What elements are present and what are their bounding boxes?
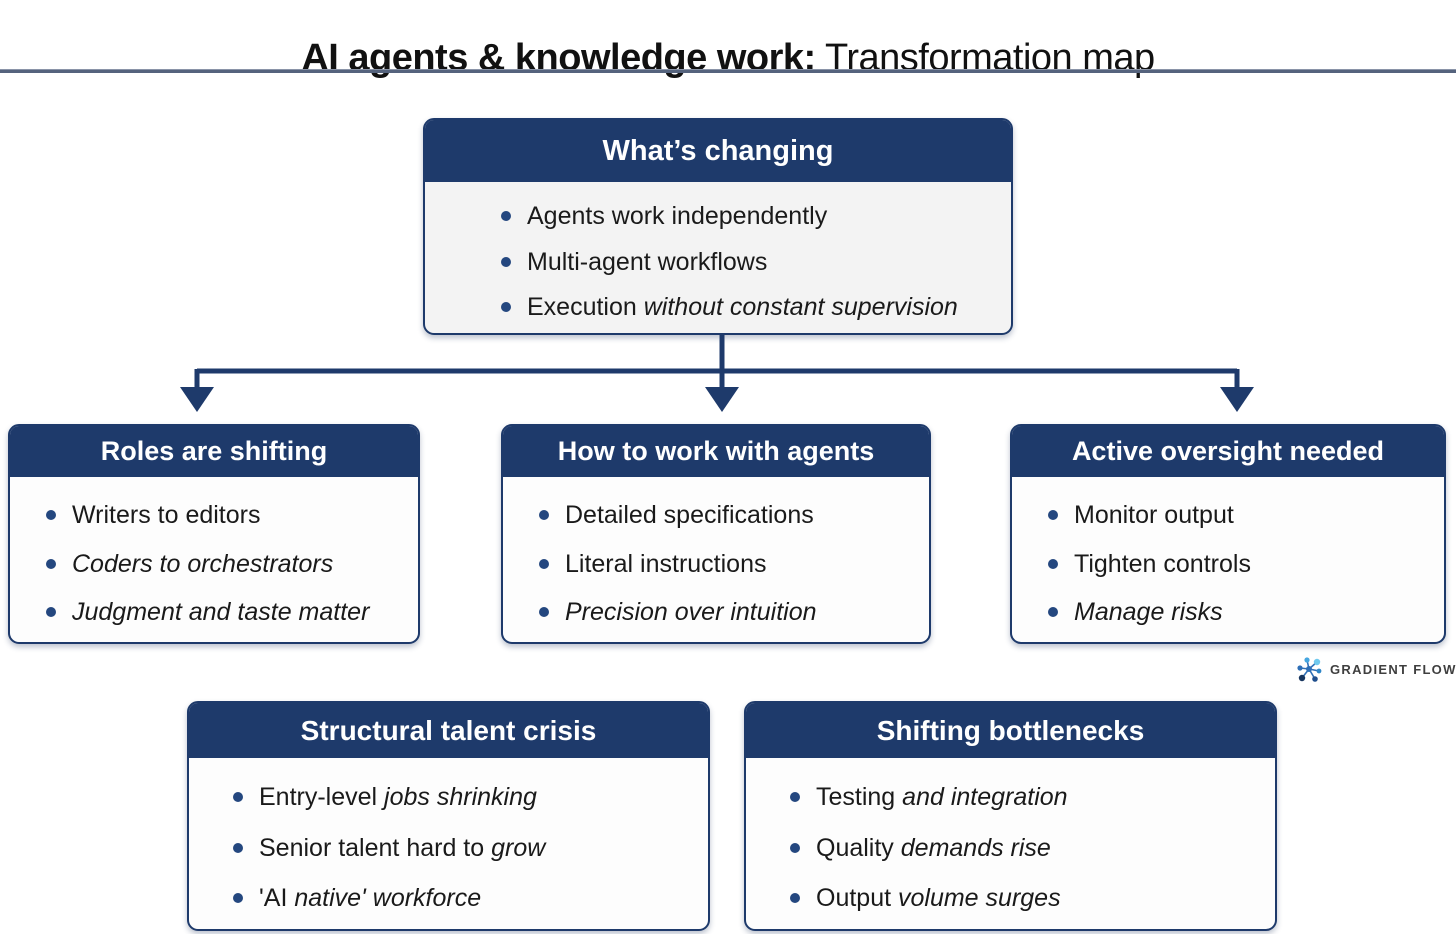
bullet-item: Precision over intuition bbox=[539, 597, 929, 627]
bullet-text: Tighten controls bbox=[1074, 549, 1251, 578]
bullet-dot bbox=[1048, 607, 1058, 618]
bullet-item: Multi-agent workflows bbox=[501, 247, 1011, 277]
bullet-text: Literal instructions bbox=[565, 549, 767, 578]
bullet-dot bbox=[501, 211, 511, 222]
bullet-text: Judgment and taste matter bbox=[72, 598, 370, 627]
bullet-dot bbox=[46, 607, 56, 618]
box-shifting-bottlenecks-header: Shifting bottlenecks bbox=[746, 703, 1275, 758]
bullet-item: 'AI native' workforce bbox=[233, 883, 708, 913]
bullet-item: Literal instructions bbox=[539, 549, 929, 579]
bullet-dot bbox=[501, 301, 511, 312]
bullet-text: Manage risks bbox=[1074, 598, 1223, 627]
gradient-flow-logo: GRADIENT FLOW bbox=[1294, 654, 1456, 684]
page-title-regular: Transformation map bbox=[815, 37, 1155, 80]
bullet-dot bbox=[539, 509, 549, 520]
bullet-dot bbox=[501, 256, 511, 267]
bullet-text: Multi-agent workflows bbox=[527, 247, 768, 276]
box-shifting-bottlenecks: Shifting bottlenecks Testing and integra… bbox=[744, 701, 1277, 931]
box-work-with-agents-header: How to work with agents bbox=[503, 426, 929, 477]
gradient-flow-wordmark: GRADIENT FLOW bbox=[1330, 661, 1456, 677]
bullet-item: Entry-level jobs shrinking bbox=[233, 782, 708, 812]
bullet-item: Monitor output bbox=[1048, 500, 1444, 530]
bullet-text: 'AI native' workforce bbox=[259, 883, 482, 912]
bullet-item: Execution without constant supervision bbox=[501, 292, 1011, 322]
bullet-item: Writers to editors bbox=[46, 500, 418, 530]
connector-arrows bbox=[180, 335, 1254, 412]
bullet-dot bbox=[1048, 558, 1058, 569]
network-icon bbox=[1297, 657, 1322, 682]
bullet-item: Senior talent hard to grow bbox=[233, 833, 708, 863]
bullet-text: Quality demands rise bbox=[816, 833, 1051, 862]
bullet-dot bbox=[46, 509, 56, 520]
bullet-text: Execution without constant supervision bbox=[527, 292, 958, 321]
bullet-item: Coders to orchestrators bbox=[46, 549, 418, 579]
bullet-dot bbox=[790, 792, 800, 803]
bullet-text: Output volume surges bbox=[816, 883, 1061, 912]
bullet-text: Entry-level jobs shrinking bbox=[259, 783, 537, 812]
bullet-text: Testing and integration bbox=[816, 783, 1068, 812]
box-whats-changing: What’s changing Agents work independentl… bbox=[423, 118, 1013, 335]
bullet-item: Output volume surges bbox=[790, 883, 1275, 913]
box-talent-crisis: Structural talent crisis Entry-level job… bbox=[187, 701, 710, 931]
bullet-dot bbox=[233, 842, 243, 853]
bullet-text: Agents work independently bbox=[527, 202, 828, 231]
arrowhead-left bbox=[180, 387, 214, 412]
bullet-item: Quality demands rise bbox=[790, 833, 1275, 863]
bullet-text: Detailed specifications bbox=[565, 500, 814, 529]
bullet-dot bbox=[233, 892, 243, 903]
bullet-text: Coders to orchestrators bbox=[72, 549, 334, 578]
bullet-text: Monitor output bbox=[1074, 500, 1234, 529]
bullet-dot bbox=[1048, 509, 1058, 520]
bullet-dot bbox=[539, 558, 549, 569]
bullet-item: Detailed specifications bbox=[539, 500, 929, 530]
bullet-text: Precision over intuition bbox=[565, 598, 817, 627]
arrowhead-right bbox=[1220, 387, 1254, 412]
page-title: AI agents & knowledge work: Transformati… bbox=[0, 37, 1456, 80]
title-divider bbox=[0, 69, 1456, 73]
page-title-bold: AI agents & knowledge work: bbox=[301, 37, 816, 80]
arrowhead-center bbox=[705, 387, 739, 412]
bullet-item: Tighten controls bbox=[1048, 549, 1444, 579]
bullet-dot bbox=[790, 842, 800, 853]
box-whats-changing-header: What’s changing bbox=[425, 120, 1011, 182]
bullet-text: Senior talent hard to grow bbox=[259, 833, 546, 862]
bullet-item: Testing and integration bbox=[790, 782, 1275, 812]
bullet-text: Writers to editors bbox=[72, 500, 261, 529]
bullet-item: Agents work independently bbox=[501, 201, 1011, 231]
box-roles-shifting-header: Roles are shifting bbox=[10, 426, 418, 477]
bullet-dot bbox=[790, 892, 800, 903]
bullet-item: Judgment and taste matter bbox=[46, 597, 418, 627]
bullet-item: Manage risks bbox=[1048, 597, 1444, 627]
box-talent-crisis-header: Structural talent crisis bbox=[189, 703, 708, 758]
box-work-with-agents: How to work with agents Detailed specifi… bbox=[501, 424, 931, 644]
bullet-dot bbox=[46, 558, 56, 569]
box-active-oversight-header: Active oversight needed bbox=[1012, 426, 1444, 477]
bullet-dot bbox=[233, 792, 243, 803]
bullet-dot bbox=[539, 607, 549, 618]
